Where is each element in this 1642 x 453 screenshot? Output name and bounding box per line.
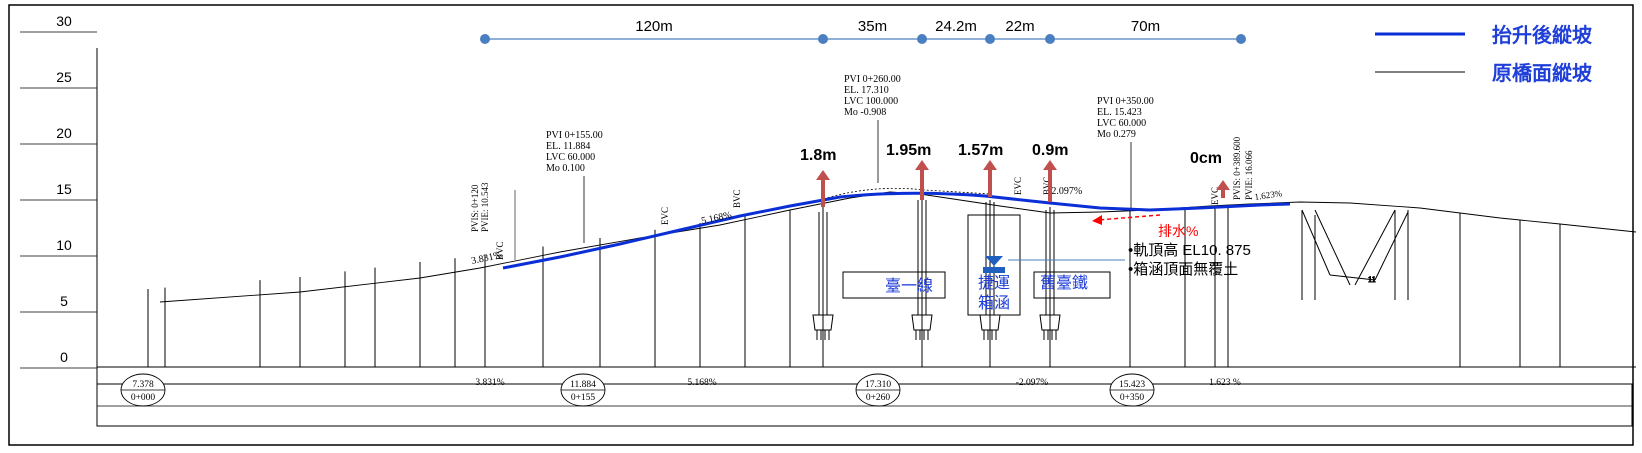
pvi-line: LVC 60.000 (1097, 118, 1146, 129)
dimension-node (917, 34, 927, 44)
station-elevation: 15.423 (1119, 380, 1145, 390)
lift-arrow (1043, 160, 1057, 170)
crossing-mrt-label-1: 捷運 (978, 274, 1010, 292)
pvi-line: PVI 0+350.00 (1097, 96, 1154, 107)
pile-cap (911, 314, 933, 331)
dimension-node (985, 34, 995, 44)
bridge-columns (97, 198, 1636, 368)
lift-value: 1.95m (886, 142, 931, 159)
station-elevation: 17.310 (865, 380, 891, 390)
y-tick-label: 0 (60, 349, 68, 365)
table-grade: 1.623 % (1209, 378, 1241, 388)
station-chainage: 0+260 (866, 393, 891, 403)
lift-value: 0cm (1190, 150, 1222, 167)
rail-box (1033, 271, 1111, 299)
pvi-line: EL. 15.423 (1097, 107, 1142, 118)
legend: 抬升後縱坡 原橋面縱坡 (1375, 23, 1593, 85)
station-chainage: 0+350 (1120, 393, 1145, 403)
dimension-node (818, 34, 828, 44)
curve-label: EVC (1013, 177, 1023, 195)
pvi-line: LVC 60.000 (546, 152, 595, 163)
legend-raised-label: 抬升後縱坡 (1492, 23, 1593, 47)
y-axis: 30 25 20 15 10 5 0 (20, 13, 98, 384)
dimension-node (1236, 34, 1246, 44)
curve-label: BVC (495, 241, 505, 260)
raised-profile-line (502, 191, 1291, 270)
dimension-label: 24.2m (935, 18, 977, 35)
curve-label: PVIE: 10.543 (480, 182, 490, 232)
mrt-box-culvert (967, 214, 1021, 316)
pvi-line: PVI 0+260.00 (844, 74, 901, 85)
mrt-level-symbol (983, 256, 1125, 273)
legend-original-label: 原橋面縱坡 (1492, 61, 1593, 85)
pile-foundations (812, 200, 1061, 340)
crossing-t1-label: 臺一線 (885, 277, 933, 295)
lift-arrow (915, 160, 929, 170)
y-tick-label: 20 (56, 125, 72, 141)
station-elevation: 11.884 (570, 380, 596, 390)
curve-label: EVC (1210, 187, 1220, 205)
dimension-label: 70m (1131, 18, 1160, 35)
lift-value: 1.8m (800, 147, 836, 164)
y-tick-label: 10 (56, 237, 72, 253)
dimension-node (480, 34, 490, 44)
pvi-line: PVI 0+155.00 (546, 130, 603, 141)
grade-label-2: 5.168% (700, 210, 732, 227)
pile-cap (812, 314, 834, 331)
dimension-label: 35m (858, 18, 887, 35)
table-grade: 5.168% (687, 378, 716, 388)
grade-label-4: 1.623% (1254, 188, 1283, 202)
pile-cap (1039, 314, 1061, 331)
y-tick-label: 5 (60, 293, 68, 309)
table-grade: -2.097% (1016, 378, 1049, 388)
lift-value: 1.57m (958, 142, 1003, 159)
drawing-border (8, 4, 1634, 446)
note-rail-top: •軌頂高 EL10. 875 (1128, 242, 1251, 259)
dimension-label: 22m (1005, 18, 1034, 35)
t1-road-box (842, 271, 946, 299)
original-bridge-deck (819, 187, 991, 201)
dimension-node (1045, 34, 1055, 44)
y-tick-label: 15 (56, 181, 72, 197)
curve-label: EVC (660, 207, 670, 225)
pvi-line: Mo -0.908 (844, 107, 886, 118)
curve-label: BVC (1042, 176, 1052, 195)
lift-arrow (1216, 180, 1230, 190)
dimension-line: 120m 35m 24.2m 22m 70m (480, 18, 1246, 44)
crossing-mrt-label-2: 箱涵 (978, 294, 1010, 312)
lift-arrows: 1.8m 1.95m 1.57m 0.9m 0cm (800, 142, 1230, 207)
curve-label: PVIS: 0+120 (470, 184, 480, 232)
curve-label: PVIS: 0+389.600 (1232, 136, 1242, 200)
y-tick-label: 30 (56, 13, 72, 29)
station-chainage: 0+000 (131, 393, 156, 403)
lift-value: 0.9m (1032, 142, 1068, 159)
pvi-line: EL. 11.884 (546, 141, 590, 152)
y-tick-label: 25 (56, 69, 72, 85)
curve-label: BVC (732, 189, 742, 208)
crossing-rail-label: 舊臺鐵 (1040, 273, 1088, 292)
drainage-annotation: 排水% (1092, 214, 1198, 239)
right-pier-structure: 11 (1301, 209, 1409, 300)
curve-label: PVIE: 16.066 (1244, 150, 1254, 200)
pvi-line: EL. 17.310 (844, 85, 889, 96)
pvi-line: Mo 0.279 (1097, 129, 1136, 140)
drainage-label: 排水% (1158, 223, 1198, 239)
lift-arrow (816, 170, 830, 180)
crossing-structures (842, 214, 1111, 316)
note-box-cover: •箱涵頂面無覆土 (1128, 261, 1238, 278)
original-profile-line (159, 191, 1637, 303)
inset-small-text: 11 (1368, 275, 1376, 284)
grade-label-3: -2.097% (1048, 186, 1082, 197)
pvi-line: LVC 100.000 (844, 96, 898, 107)
station-chainage: 0+155 (571, 393, 596, 403)
station-elevation: 7.378 (132, 380, 154, 390)
station-table: 7.378 0+000 11.884 0+155 17.310 0+260 15.423 0+… (96, 373, 1633, 427)
table-grade: 3.831% (475, 378, 504, 388)
lift-arrow (983, 160, 997, 170)
dimension-label: 120m (635, 18, 673, 35)
pvi-line: Mo 0.100 (546, 163, 585, 174)
